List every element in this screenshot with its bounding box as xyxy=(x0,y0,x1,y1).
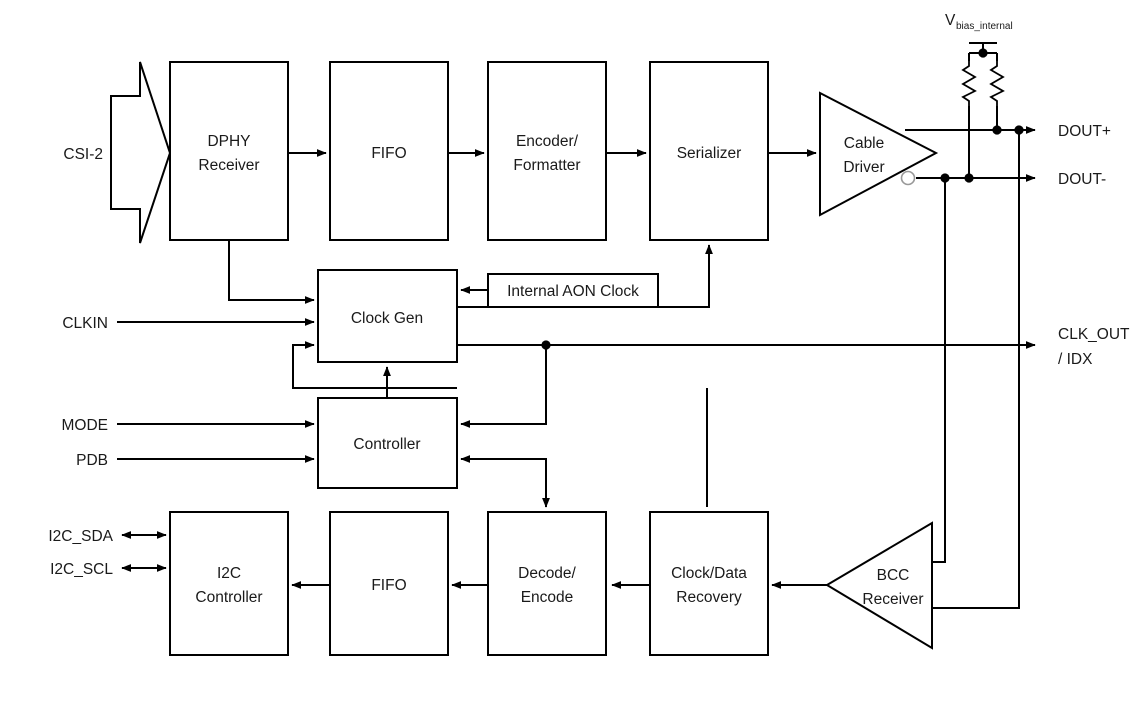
wire-clockgen-feedback-loop xyxy=(292,341,457,389)
output-label-doutp: DOUT+ xyxy=(1058,123,1111,140)
output-label-clkout-2: / IDX xyxy=(1058,351,1093,368)
block-dphy-receiver-label-2: Receiver xyxy=(198,157,259,174)
block-i2c-controller-label-2: Controller xyxy=(195,589,262,606)
output-label-clkout-1: CLK_OUT xyxy=(1058,326,1130,343)
block-clock-gen-label: Clock Gen xyxy=(351,310,423,327)
amp-bcc-receiver-label-2: Receiver xyxy=(862,591,923,608)
block-fifo-tx-label: FIFO xyxy=(371,145,406,162)
block-clock-gen[interactable] xyxy=(317,269,458,363)
supply-label-subscript: bias_internal xyxy=(956,21,1013,32)
wire-dphy-to-clockgen xyxy=(228,240,315,304)
block-fifo-rx-label: FIFO xyxy=(371,577,406,594)
block-fifo-rx[interactable] xyxy=(329,511,449,656)
amp-cable-driver-label-2: Driver xyxy=(843,159,884,176)
output-label-doutn: DOUT- xyxy=(1058,171,1106,188)
block-clock-data-recovery[interactable] xyxy=(649,511,769,656)
junction-dot xyxy=(964,173,974,183)
input-label-pdb: PDB xyxy=(76,452,108,469)
block-decode-encode[interactable] xyxy=(487,511,607,656)
block-decode-encode-label-1: Decode/ xyxy=(518,565,576,582)
junction-dot xyxy=(978,48,988,58)
input-label-clkin: CLKIN xyxy=(62,315,108,332)
amp-cable-driver-label-1: Cable xyxy=(844,135,885,152)
block-i2c-controller[interactable] xyxy=(169,511,289,656)
csi2-label: CSI-2 xyxy=(63,146,103,163)
wire-clk-tap-to-controller xyxy=(460,345,547,428)
block-fifo-tx[interactable] xyxy=(329,61,449,241)
supply-vbias-internal xyxy=(968,42,998,61)
resistor-pullup-to-doutp xyxy=(989,61,1005,130)
amp-bcc-receiver-label-1: BCC xyxy=(877,567,910,584)
input-label-mode: MODE xyxy=(62,417,109,434)
block-controller-label: Controller xyxy=(353,436,420,453)
block-encoder-formatter-label-2: Formatter xyxy=(513,157,580,174)
amp-bcc-receiver[interactable] xyxy=(825,521,933,650)
block-dphy-receiver-label-1: DPHY xyxy=(207,133,250,150)
amp-cable-driver[interactable] xyxy=(819,91,939,217)
csi2-bus-port xyxy=(110,61,172,244)
wire-decode-to-controller xyxy=(460,455,547,507)
block-internal-aon-clock-label: Internal AON Clock xyxy=(507,283,639,300)
block-i2c-controller-label-1: I2C xyxy=(217,565,241,582)
block-serializer-label: Serializer xyxy=(677,145,742,162)
supply-label-symbol: V xyxy=(945,12,956,29)
input-label-i2c-scl: I2C_SCL xyxy=(50,561,113,578)
resistor-pullup-to-doutn xyxy=(961,61,977,178)
block-encoder-formatter[interactable] xyxy=(487,61,607,241)
block-clock-data-recovery-label-1: Clock/Data xyxy=(671,565,747,582)
block-dphy-receiver[interactable] xyxy=(169,61,289,241)
junction-dot xyxy=(992,125,1002,135)
block-clock-data-recovery-label-2: Recovery xyxy=(676,589,742,606)
input-label-i2c-sda: I2C_SDA xyxy=(48,528,113,545)
block-decode-encode-label-2: Encode xyxy=(521,589,574,606)
block-encoder-formatter-label-1: Encoder/ xyxy=(516,133,579,150)
wire-doutp-to-bcc xyxy=(932,130,1020,609)
wire-doutn-to-bcc xyxy=(932,178,946,563)
block-serializer[interactable] xyxy=(649,61,769,241)
wire-clockgen-to-serializer xyxy=(457,244,713,308)
inverting-output-bubble-icon xyxy=(900,170,916,186)
